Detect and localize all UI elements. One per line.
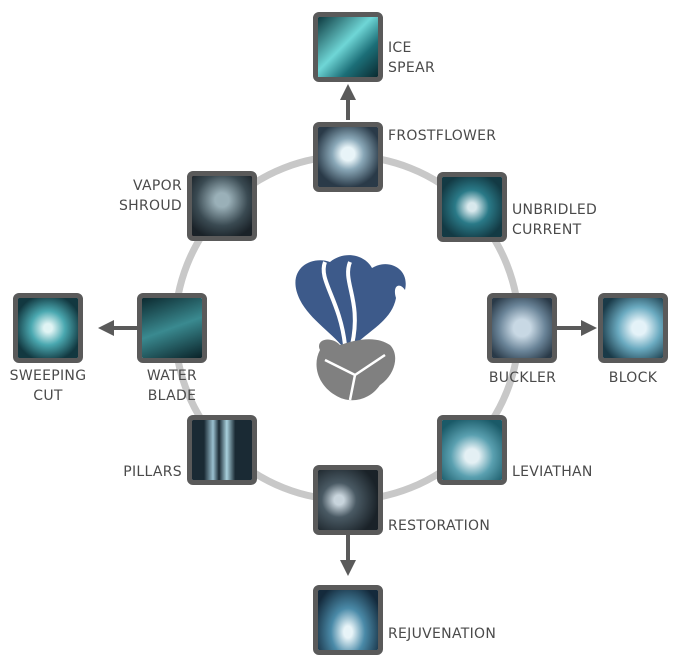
sweeping-cut-image <box>18 298 78 358</box>
label-water-blade: WATER BLADE <box>146 368 198 404</box>
label-restoration: RESTORATION <box>388 518 491 534</box>
label-pillars: PILLARS <box>123 464 182 480</box>
label-vapor-shroud: VAPOR SHROUD <box>119 178 182 214</box>
leviathan-image <box>442 420 502 480</box>
skill-node-vapor-shroud[interactable] <box>187 171 257 241</box>
skill-node-unbridled-current[interactable] <box>437 172 507 242</box>
rejuvenation-image <box>318 590 378 650</box>
block-image <box>603 298 663 358</box>
label-unbridled-current: UNBRIDLED CURRENT <box>512 202 598 238</box>
skill-node-sweeping-cut[interactable] <box>13 293 83 363</box>
label-frostflower: FROSTFLOWER <box>388 128 497 144</box>
label-ice-spear: ICE SPEAR <box>388 40 435 76</box>
label-sweeping-cut: SWEEPING CUT <box>9 368 87 404</box>
water-blade-image <box>142 298 202 358</box>
skill-node-ice-spear[interactable] <box>313 12 383 82</box>
skill-node-pillars[interactable] <box>187 415 257 485</box>
pillars-image <box>192 420 252 480</box>
center-logo <box>295 255 406 401</box>
restoration-image <box>318 470 378 530</box>
label-leviathan: LEVIATHAN <box>512 464 593 480</box>
buckler-image <box>492 298 552 358</box>
ice-spear-image <box>318 17 378 77</box>
label-rejuvenation: REJUVENATION <box>388 626 497 642</box>
unbridled-current-image <box>442 177 502 237</box>
skill-node-block[interactable] <box>598 293 668 363</box>
skill-node-rejuvenation[interactable] <box>313 585 383 655</box>
skill-node-leviathan[interactable] <box>437 415 507 485</box>
frostflower-image <box>318 127 378 187</box>
skill-node-buckler[interactable] <box>487 293 557 363</box>
label-buckler: BUCKLER <box>488 370 557 386</box>
skill-node-frostflower[interactable] <box>313 122 383 192</box>
label-block: BLOCK <box>608 370 658 386</box>
vapor-shroud-image <box>192 176 252 236</box>
skill-node-restoration[interactable] <box>313 465 383 535</box>
skill-node-water-blade[interactable] <box>137 293 207 363</box>
